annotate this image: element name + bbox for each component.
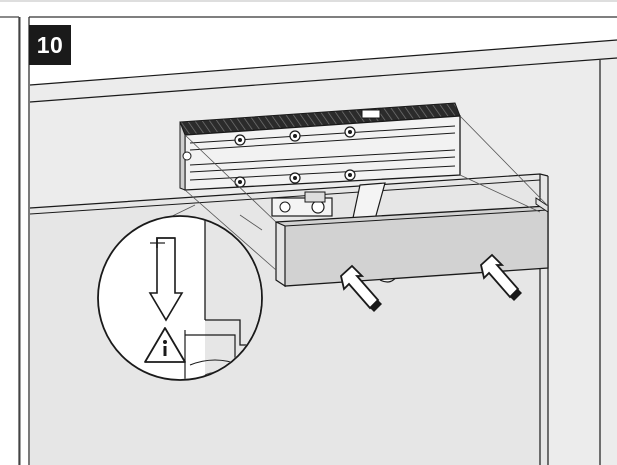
alignment-guides xyxy=(159,115,549,271)
closer-cover xyxy=(275,197,549,288)
step-number-badge: 10 xyxy=(29,25,71,65)
door-closer xyxy=(179,102,461,191)
warning-info-icon xyxy=(144,327,186,363)
down-arrow-icon xyxy=(148,237,184,322)
push-arrow-icon xyxy=(340,253,522,312)
